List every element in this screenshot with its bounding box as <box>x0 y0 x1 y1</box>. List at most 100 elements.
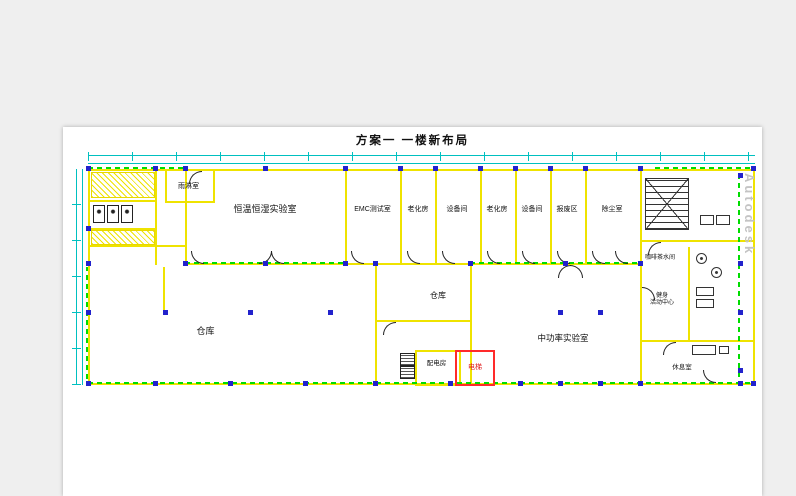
dimension-ticks <box>72 169 81 385</box>
column-marker <box>518 381 523 386</box>
dimension-ticks <box>88 152 755 161</box>
wall-line <box>185 169 187 265</box>
floor-plan-sheet: 方案一 一楼新布局 Autodesk 电梯 雨淋室 恒温恒湿实验室 EMC测试室… <box>63 127 762 496</box>
sanitary-fixture-icon <box>107 205 119 223</box>
room-label-dust-room: 除尘室 <box>601 206 623 213</box>
column-marker <box>468 261 473 266</box>
column-marker <box>513 166 518 171</box>
grid-dashed-line <box>738 175 740 377</box>
column-marker <box>548 166 553 171</box>
room-label-mid-power-lab: 中功率实验室 <box>537 333 589 343</box>
door-arc <box>648 242 661 255</box>
room-label-emc-room: EMC测试室 <box>354 206 391 213</box>
room-label-warehouse-main: 仓库 <box>196 326 215 336</box>
dimension-line <box>82 169 83 385</box>
grid-dashed-line <box>88 382 755 384</box>
column-marker <box>263 166 268 171</box>
room-label-fitness-line2: 活动中心 <box>649 299 674 306</box>
column-marker <box>598 381 603 386</box>
door-arc <box>189 171 202 184</box>
wall-line <box>375 320 472 322</box>
sanitary-fixture-icon <box>93 205 105 223</box>
wall-line <box>88 245 187 247</box>
stair-hatch-top-left <box>91 172 155 198</box>
room-label-equipment-room-1: 设备间 <box>446 206 468 213</box>
column-marker <box>153 166 158 171</box>
column-marker <box>751 381 756 386</box>
sanitary-fixture-icon <box>121 205 133 223</box>
column-marker <box>248 310 253 315</box>
column-marker <box>86 261 91 266</box>
wall-line <box>550 169 552 265</box>
column-marker <box>638 381 643 386</box>
column-marker <box>373 261 378 266</box>
column-marker <box>433 166 438 171</box>
room-label-equipment-room-2: 设备间 <box>521 206 543 213</box>
wall-line <box>640 169 642 385</box>
column-marker <box>263 261 268 266</box>
room-label-fitness-line1: 健身 <box>655 293 668 299</box>
sofa-icon <box>692 345 716 355</box>
wall-line <box>470 263 472 385</box>
column-marker <box>343 261 348 266</box>
door-arc <box>663 342 676 355</box>
column-marker <box>558 310 563 315</box>
column-marker <box>583 166 588 171</box>
stair-hatch-left <box>91 230 155 245</box>
elevator-shaft: 电梯 <box>455 350 495 386</box>
gym-equipment-icon <box>696 287 714 296</box>
column-marker <box>153 381 158 386</box>
door-arc <box>570 265 583 278</box>
column-marker <box>86 381 91 386</box>
cabinet-icon <box>700 215 714 225</box>
side-table-icon <box>719 346 729 354</box>
wall-line <box>185 263 642 265</box>
wall-line <box>88 200 155 202</box>
room-label-lounge: 休息室 <box>672 364 692 371</box>
column-marker <box>638 261 643 266</box>
room-label-fitness-center: 健身 活动中心 <box>641 293 683 307</box>
column-marker <box>598 310 603 315</box>
dimension-line <box>88 163 755 164</box>
grid-dashed-line <box>655 167 755 169</box>
wall-line <box>88 169 755 171</box>
column-marker <box>738 261 743 266</box>
wall-line <box>480 169 482 265</box>
column-marker <box>86 226 91 231</box>
wall-line <box>163 267 165 312</box>
wall-line <box>155 169 157 265</box>
column-marker <box>86 310 91 315</box>
staircase-icon <box>645 178 689 230</box>
column-marker <box>478 166 483 171</box>
wall-line <box>753 169 755 385</box>
grid-dashed-line <box>88 167 188 169</box>
transformer-icon <box>400 353 415 366</box>
column-marker <box>343 166 348 171</box>
column-marker <box>183 261 188 266</box>
room-label-warehouse-small: 仓库 <box>430 291 446 300</box>
wall-line <box>88 228 155 230</box>
room-label-power-room: 配电房 <box>426 360 447 367</box>
column-marker <box>373 381 378 386</box>
room-label-pantry: 咖啡茶水间 <box>644 255 675 261</box>
column-marker <box>183 166 188 171</box>
room-label-rain-room: 雨淋室 <box>178 183 199 190</box>
table-icon <box>696 253 707 264</box>
column-marker <box>563 261 568 266</box>
wall-line <box>400 169 402 265</box>
wall-line <box>642 240 754 242</box>
wall-line <box>345 169 347 265</box>
cabinet-icon <box>716 215 730 225</box>
column-marker <box>86 166 91 171</box>
plan-title: 方案一 一楼新布局 <box>355 135 470 147</box>
room-label-humidity-lab: 恒温恒湿实验室 <box>233 204 297 214</box>
column-marker <box>738 310 743 315</box>
wall-line <box>435 169 437 265</box>
grid-dashed-line <box>470 262 638 264</box>
table-icon <box>711 267 722 278</box>
column-marker <box>638 166 643 171</box>
column-marker <box>558 381 563 386</box>
wall-line <box>642 340 754 342</box>
column-marker <box>751 166 756 171</box>
